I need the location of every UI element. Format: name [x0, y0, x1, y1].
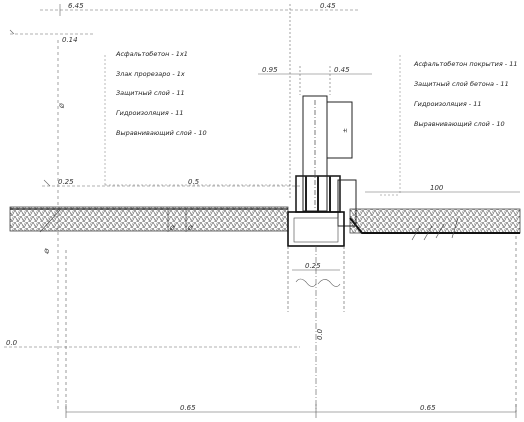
dim-right-span: 100 [430, 184, 444, 192]
right-curb [337, 179, 357, 227]
right-label-1: Асфальтобетон покрытия - 11 [413, 60, 517, 68]
dim-depth: 0.0 [316, 328, 324, 340]
right-layer-markers [411, 217, 459, 241]
left-marker-1: Ø [169, 225, 175, 232]
right-pavement-layers [349, 208, 521, 234]
right-label-4: Выравнивающий слой - 10 [414, 120, 505, 128]
left-label-1: Асфальтобетон - 1х1 [115, 50, 188, 58]
dim-bottom-left: 0.65 [180, 404, 196, 412]
dim-top-left: 6.45 [68, 2, 84, 10]
bottom-dimension-line [65, 236, 517, 418]
elevation-line [42, 179, 300, 187]
dim-bottom-right: 0.65 [420, 404, 436, 412]
left-callout-symbol: Ø [59, 103, 66, 109]
right-layer-leader [380, 55, 401, 196]
dim-span-mid: 0.5 [188, 178, 200, 186]
dim-block-top-right: 0.45 [334, 66, 350, 74]
left-label-3: Защитный слой - 11 [116, 89, 185, 97]
left-level-mark [9, 29, 95, 35]
right-waterproofing-line [349, 217, 520, 234]
left-label-4: Гидроизоляция - 11 [116, 109, 183, 117]
dim-elev-left: 0.25 [58, 178, 74, 186]
top-dimension-line [40, 4, 360, 200]
left-label-5: Выравнивающий слой - 10 [116, 129, 207, 137]
block-top-dimension [258, 66, 372, 95]
dim-left-mark: 0.14 [62, 36, 78, 44]
left-pavement-layers [9, 206, 289, 232]
left-layer-markers [39, 209, 187, 233]
foundation-block [287, 211, 345, 247]
pile-detail [287, 246, 345, 410]
dim-bottom-left-mark: 0.0 [6, 339, 18, 347]
right-label-2: Защитный слой бетона - 11 [414, 80, 509, 88]
column-mark: ± [342, 128, 349, 133]
left-marker-2: Ø [187, 225, 193, 232]
dim-base-width: 0.25 [305, 262, 321, 270]
dim-top-right: 0.45 [320, 2, 336, 10]
right-label-3: Гидроизоляция - 11 [414, 100, 481, 108]
central-column [295, 95, 353, 213]
left-label-2: Злак прорезаро - 1х [116, 70, 185, 78]
dim-block-top-left: 0.95 [262, 66, 278, 74]
left-layer-leader [104, 55, 290, 186]
left-marker-3: Ø [43, 248, 52, 256]
